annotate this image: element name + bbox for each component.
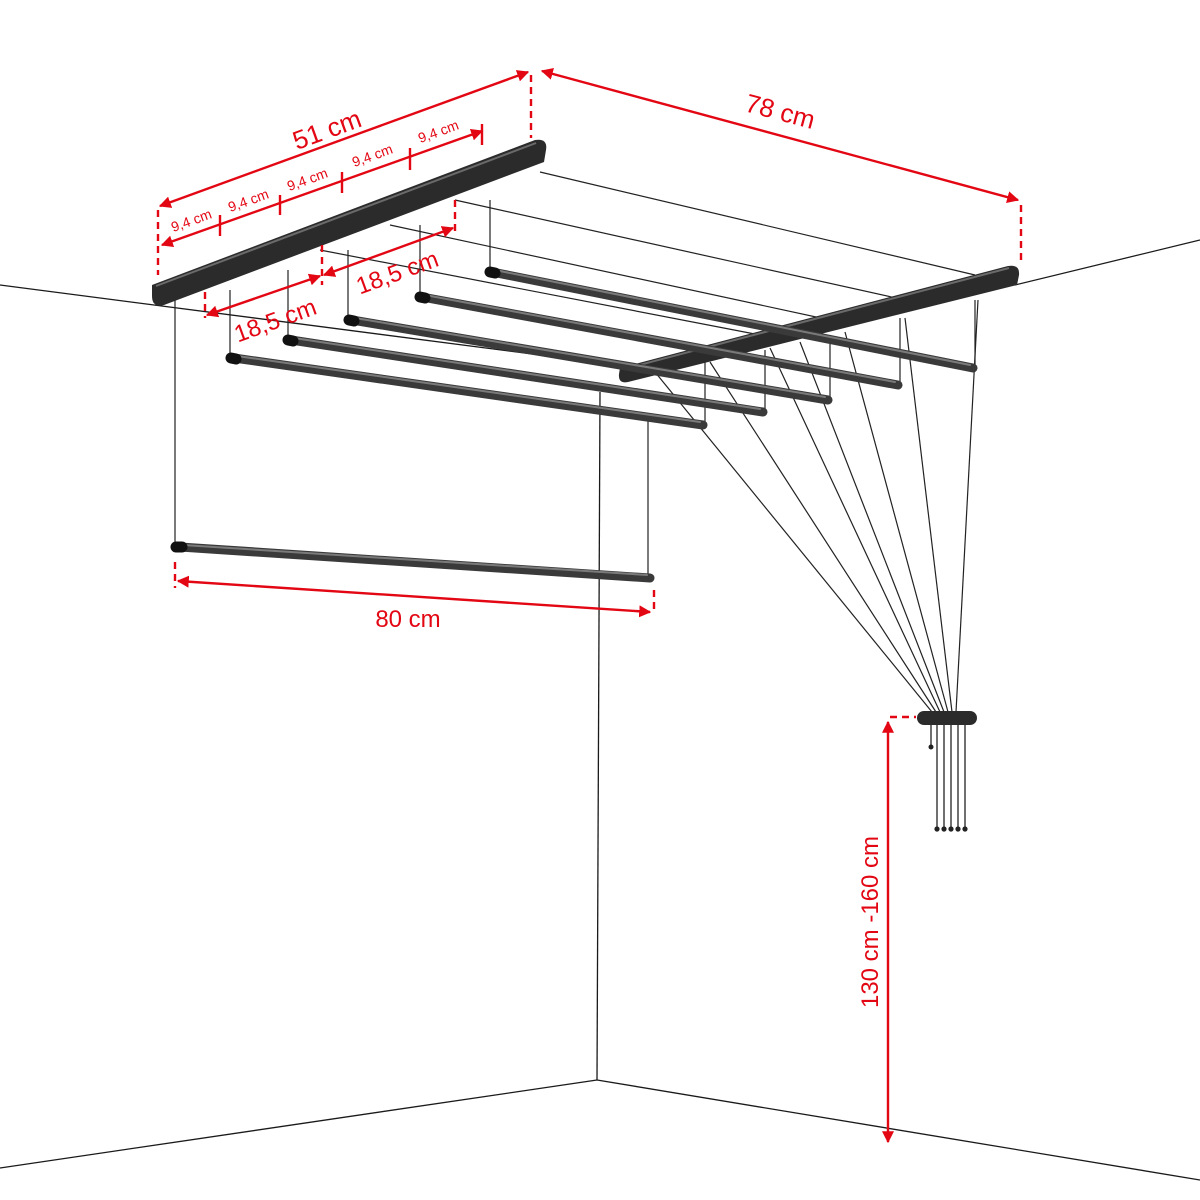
spacing-large-label: 18,5 cm — [353, 246, 442, 301]
rod — [343, 314, 833, 405]
rod — [484, 266, 978, 373]
rod — [225, 352, 708, 430]
floor-edge-right — [596, 1079, 1200, 1181]
rope — [904, 317, 953, 713]
wall-cleat — [917, 711, 977, 832]
lowered-rod — [170, 541, 655, 583]
ceiling-bracket-left — [152, 139, 547, 306]
rod-length-label: 80 cm — [375, 606, 440, 633]
width-label: 51 cm — [289, 103, 366, 155]
rope — [844, 331, 949, 713]
room-outline — [0, 239, 1200, 1181]
rope — [454, 199, 906, 301]
dimension-mount-height: 130 cm -160 cm — [857, 715, 916, 1144]
wall-corner-edge — [596, 391, 601, 1081]
floor-edge-left — [0, 1079, 598, 1169]
ceiling-wall-edge-right — [1014, 239, 1200, 286]
rod — [282, 334, 768, 417]
mount-height-label: 130 cm -160 cm — [857, 836, 884, 1008]
dimension-rod-length: 80 cm — [173, 562, 656, 633]
spacing-label: 9,4 cm — [226, 186, 271, 215]
drying-rods — [170, 266, 978, 583]
rod — [414, 291, 903, 390]
rope — [769, 347, 941, 713]
spacing-label: 9,4 cm — [169, 206, 214, 235]
rope — [709, 361, 937, 713]
spacing-label: 9,4 cm — [285, 165, 330, 194]
rope — [539, 171, 976, 276]
